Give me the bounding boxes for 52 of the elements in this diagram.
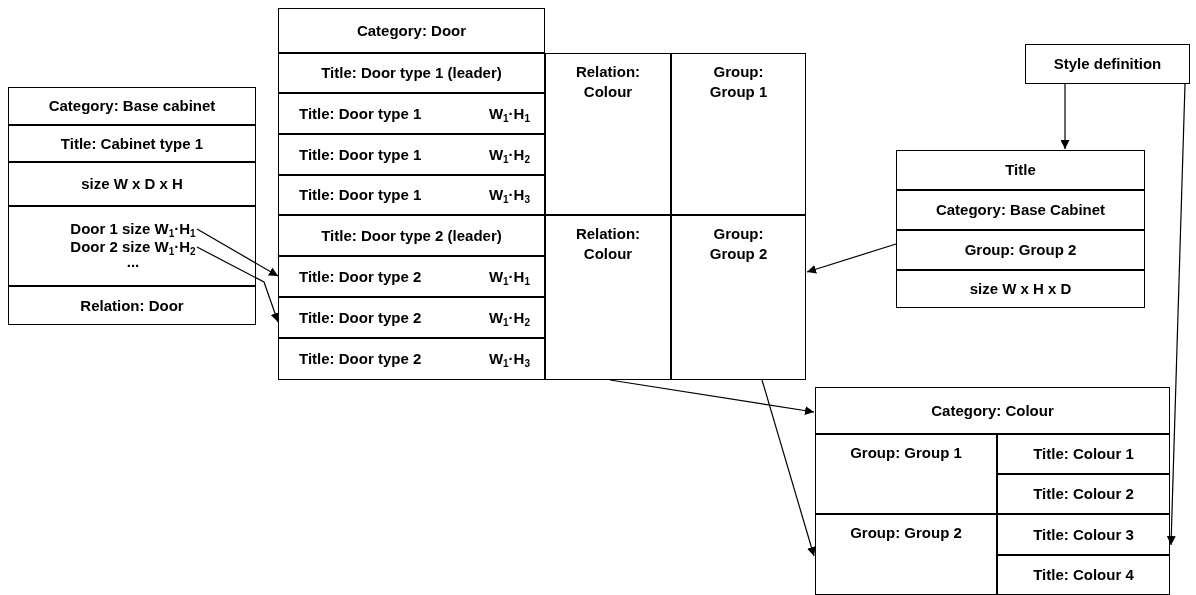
cell-text: Title: Door type 1 [299, 103, 422, 124]
table-cell [8, 206, 256, 286]
table-cell: size W x D x H [8, 162, 256, 206]
table-cell: Title: Colour 2 [997, 474, 1170, 514]
arrow [196, 228, 279, 277]
arrow [761, 379, 816, 557]
table-cell: Relation: Colour [545, 215, 671, 380]
cell-text: W$_{1}$·H$_{3}$ [488, 349, 530, 369]
table-cell [278, 297, 545, 338]
table-cell: Title: Door type 1 (leader) [278, 53, 545, 93]
table-cell: Title: Colour 3 [997, 514, 1170, 555]
arrow [609, 379, 815, 416]
cell-text: W$_{1}$·H$_{1}$ [488, 266, 530, 287]
cell-text: Title: Door type 2 [299, 307, 422, 328]
table-cell: Relation: Door [8, 286, 256, 325]
table-cell: Title: Colour 4 [997, 555, 1170, 595]
arrow [1060, 83, 1070, 150]
table-cell [278, 93, 545, 134]
table-cell [278, 338, 545, 380]
table-header-cell: Category: Door [278, 8, 545, 53]
cell-text: Door 2 size W$_{1}$·H$_{2}$ [70, 238, 196, 256]
table-header-cell: Category: Colour [815, 387, 1170, 434]
table-cell: size W x H x D [896, 270, 1145, 308]
table-header-cell: Title [896, 150, 1145, 190]
table-cell: Title: Cabinet type 1 [8, 125, 256, 162]
table-cell [278, 134, 545, 175]
table-cell: Group: Group 1 [815, 434, 997, 514]
table-cell [278, 175, 545, 215]
arrow [806, 243, 897, 274]
table-cell: Title: Colour 1 [997, 434, 1170, 474]
table-cell: Category: Base Cabinet [896, 190, 1145, 230]
cell-text: Title: Door type 1 [299, 185, 422, 205]
cell-text: W$_{1}$·H$_{2}$ [488, 144, 530, 165]
cell-text: Title: Door type 2 [299, 266, 422, 287]
table-header-cell: Category: Base cabinet [8, 87, 256, 125]
table-cell: Group: Group 2 [815, 514, 997, 595]
table-cell: Group: Group 2 [896, 230, 1145, 270]
table-cell: Relation: Colour [545, 53, 671, 215]
cell-text: Door 1 size W$_{1}$·H$_{1}$ [70, 220, 196, 238]
cell-text: Title: Door type 2 [299, 349, 422, 369]
label-box: Style definition [1025, 44, 1190, 84]
arrow [196, 246, 280, 323]
cell-text: W$_{1}$·H$_{1}$ [488, 103, 530, 124]
cell-text: Title: Door type 1 [299, 144, 422, 165]
arrow [1166, 83, 1186, 546]
table-cell: Group: Group 1 [671, 53, 806, 215]
table-cell [278, 256, 545, 297]
ellipsis-text: ... [126, 253, 140, 271]
cell-text: W$_{1}$·H$_{3}$ [488, 185, 530, 205]
cell-text: W$_{1}$·H$_{2}$ [488, 307, 530, 328]
table-cell: Group: Group 2 [671, 215, 806, 380]
table-cell: Title: Door type 2 (leader) [278, 215, 545, 256]
